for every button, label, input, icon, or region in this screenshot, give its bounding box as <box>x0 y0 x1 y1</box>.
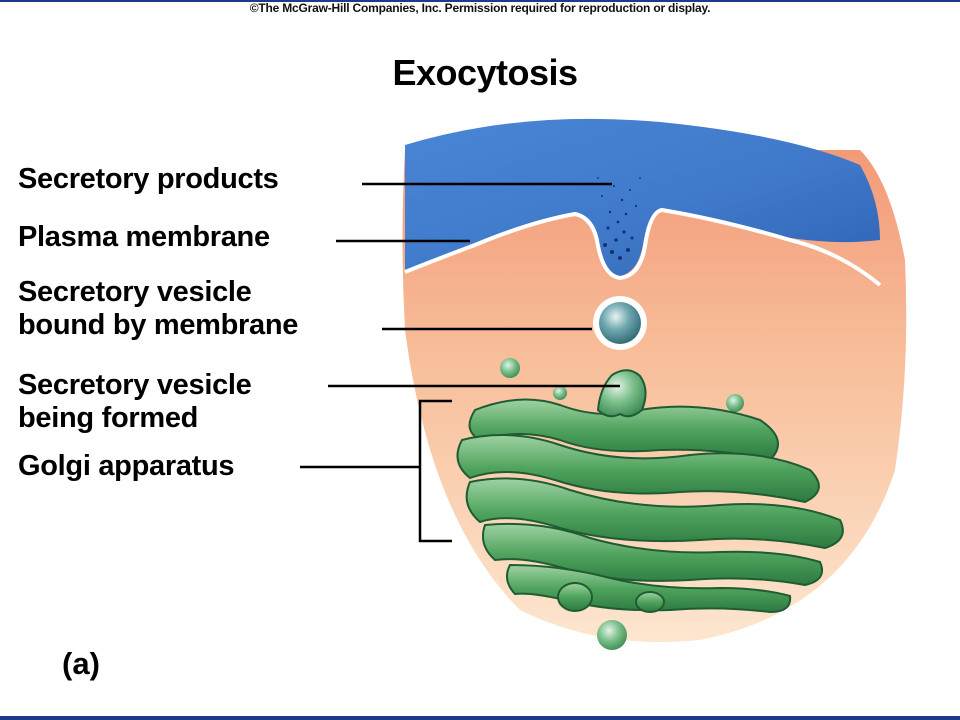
golgi-bracket <box>418 399 452 543</box>
page-title: Exocytosis <box>392 52 578 93</box>
label-vesicle-formed-line2: being formed <box>18 402 199 434</box>
label-vesicle-formed-line1: Secretory vesicle <box>18 369 252 401</box>
label-vesicle-formed: Secretory vesicle being formed <box>18 369 252 435</box>
copyright-notice: ©The McGraw-Hill Companies, Inc. Permiss… <box>249 1 711 15</box>
panel-letter: (a) <box>62 646 100 681</box>
free-vesicle <box>500 358 520 378</box>
plasma-membrane <box>404 207 882 287</box>
secretory-product-dots <box>597 177 641 260</box>
label-vesicle-bound: Secretory vesicle bound by membrane <box>18 276 298 342</box>
free-vesicle <box>726 394 744 412</box>
label-vesicle-bound-line1: Secretory vesicle <box>18 276 252 308</box>
label-plasma-membrane: Plasma membrane <box>18 221 270 253</box>
top-frame-bar <box>0 0 960 2</box>
bottom-frame-bar <box>0 716 960 720</box>
free-vesicle <box>597 620 627 650</box>
leader-lines <box>300 182 620 543</box>
extracellular-space <box>405 118 880 276</box>
golgi-apparatus <box>456 369 844 614</box>
free-vesicle <box>553 386 567 400</box>
label-vesicle-bound-line2: bound by membrane <box>18 309 299 341</box>
label-secretory-products: Secretory products <box>18 163 279 195</box>
label-golgi-apparatus: Golgi apparatus <box>18 450 235 482</box>
